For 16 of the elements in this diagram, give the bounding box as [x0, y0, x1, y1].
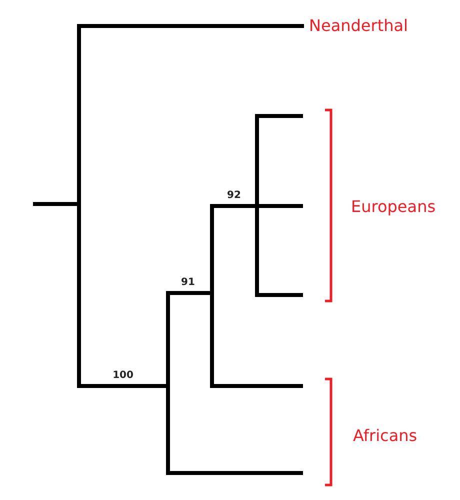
- branch-line: [259, 204, 303, 208]
- taxon-label: Neanderthal: [304, 18, 408, 34]
- branch-line: [81, 24, 304, 28]
- edge-label: 92: [227, 191, 241, 201]
- branch-line: [259, 293, 303, 297]
- branch-line: [170, 291, 210, 295]
- edge-label: 100: [112, 371, 134, 381]
- edge-label: 91: [181, 278, 195, 288]
- branch-line: [259, 114, 303, 118]
- branch-line: [81, 384, 166, 388]
- branch-line: [33, 202, 77, 206]
- branch-line: [214, 204, 255, 208]
- group-label: Africans: [353, 428, 418, 444]
- group-label: Europeans: [351, 199, 436, 215]
- branch-line: [170, 471, 303, 475]
- branch-line: [214, 384, 303, 388]
